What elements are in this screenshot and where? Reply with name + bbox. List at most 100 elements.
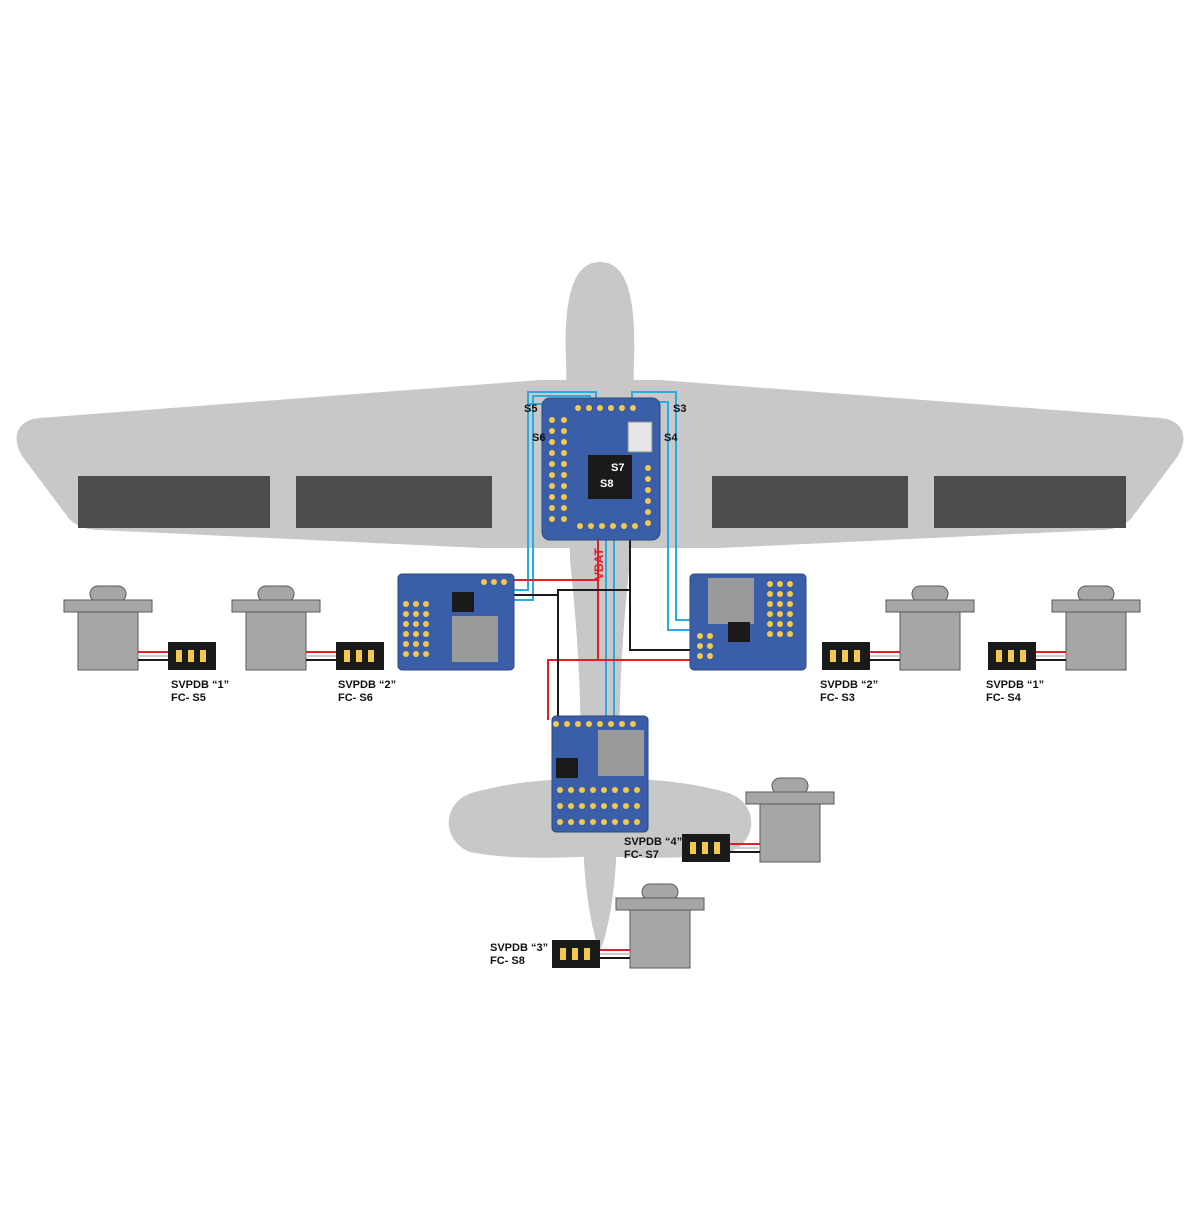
solder-pad (645, 476, 651, 482)
solder-pad (403, 621, 409, 627)
connector-pin (368, 650, 374, 662)
label-s8: S8 (600, 478, 613, 490)
solder-pad (549, 450, 555, 456)
servo-flange (231, 599, 321, 613)
solder-pad (549, 439, 555, 445)
solder-pad (601, 819, 607, 825)
connector-pin (176, 650, 182, 662)
solder-pad (561, 417, 567, 423)
solder-pad (491, 579, 497, 585)
svpdb-left (397, 573, 515, 671)
servo6-fc-label: FC- S8 (490, 955, 525, 967)
connector-pin (560, 948, 566, 960)
label-s7: S7 (611, 462, 624, 474)
solder-pad (634, 787, 640, 793)
solder-pad (619, 405, 625, 411)
solder-pad (777, 601, 783, 607)
left-outer-aileron (78, 476, 270, 528)
solder-pad (549, 417, 555, 423)
solder-pad (579, 787, 585, 793)
solder-pad (561, 483, 567, 489)
solder-pad (767, 601, 773, 607)
servo4-svpdb-label: SVPDB “1” (986, 679, 1044, 691)
solder-pad (586, 721, 592, 727)
servo2-fc-label: FC- S6 (338, 692, 373, 704)
servo-2 (231, 585, 384, 671)
servo3-svpdb-label: SVPDB “2” (820, 679, 878, 691)
solder-pad (561, 494, 567, 500)
solder-pad (423, 631, 429, 637)
servo2-svpdb-label: SVPDB “2” (338, 679, 396, 691)
connector-pin (572, 948, 578, 960)
connector-pin (690, 842, 696, 854)
solder-pad (787, 621, 793, 627)
solder-pad (645, 509, 651, 515)
servo-body (629, 909, 691, 969)
solder-pad (623, 803, 629, 809)
solder-pad (590, 787, 596, 793)
connector-pin (584, 948, 590, 960)
solder-pad (787, 581, 793, 587)
servo-3 (822, 585, 975, 671)
gnd-left (557, 589, 630, 720)
solder-pad (549, 505, 555, 511)
servo5-svpdb-label: SVPDB “4” (624, 836, 682, 848)
solder-pad (787, 611, 793, 617)
connector-pin (200, 650, 206, 662)
solder-pad (557, 787, 563, 793)
solder-pad (697, 633, 703, 639)
solder-pad (588, 523, 594, 529)
right-inductor (708, 578, 754, 624)
tail-ic (556, 758, 578, 778)
connector-pin (356, 650, 362, 662)
solder-pad (423, 621, 429, 627)
left-inner-flap (296, 476, 492, 528)
servo-body (759, 803, 821, 863)
solder-pad (413, 601, 419, 607)
solder-pad (586, 405, 592, 411)
servo-4 (988, 585, 1141, 671)
solder-pad (403, 611, 409, 617)
solder-pad (777, 611, 783, 617)
solder-pad (575, 405, 581, 411)
solder-pad (561, 505, 567, 511)
solder-pad (557, 803, 563, 809)
tail-pads (553, 721, 640, 825)
connector-pin (188, 650, 194, 662)
solder-pad (623, 787, 629, 793)
solder-pad (549, 516, 555, 522)
fc-mcu-chip (588, 455, 632, 499)
solder-pad (561, 428, 567, 434)
solder-pad (590, 819, 596, 825)
ground-wires (512, 540, 694, 720)
right-ic (728, 622, 750, 642)
servo-labels: SVPDB “1” FC- S5 SVPDB “2” FC- S6 SVPDB … (171, 679, 1044, 967)
solder-pad (777, 581, 783, 587)
solder-pad (645, 520, 651, 526)
solder-pad (549, 483, 555, 489)
solder-pad (413, 651, 419, 657)
solder-pad (549, 428, 555, 434)
solder-pad (707, 643, 713, 649)
connector-pin (842, 650, 848, 662)
solder-pad (634, 819, 640, 825)
solder-pad (787, 631, 793, 637)
servo-6 (552, 883, 705, 969)
solder-pad (577, 523, 583, 529)
solder-pad (630, 721, 636, 727)
solder-pad (610, 523, 616, 529)
solder-pad (767, 631, 773, 637)
vbat-label: VBAT (592, 548, 606, 580)
gnd-main (629, 540, 694, 651)
solder-pad (608, 721, 614, 727)
solder-pad (612, 787, 618, 793)
servo-body (77, 611, 139, 671)
solder-pad (707, 653, 713, 659)
airframe (16, 262, 1184, 950)
servo-5 (682, 777, 835, 863)
solder-pad (561, 450, 567, 456)
servo-flange (1051, 599, 1141, 613)
connector-pin (344, 650, 350, 662)
servo-flange (615, 897, 705, 911)
servo-body (899, 611, 961, 671)
